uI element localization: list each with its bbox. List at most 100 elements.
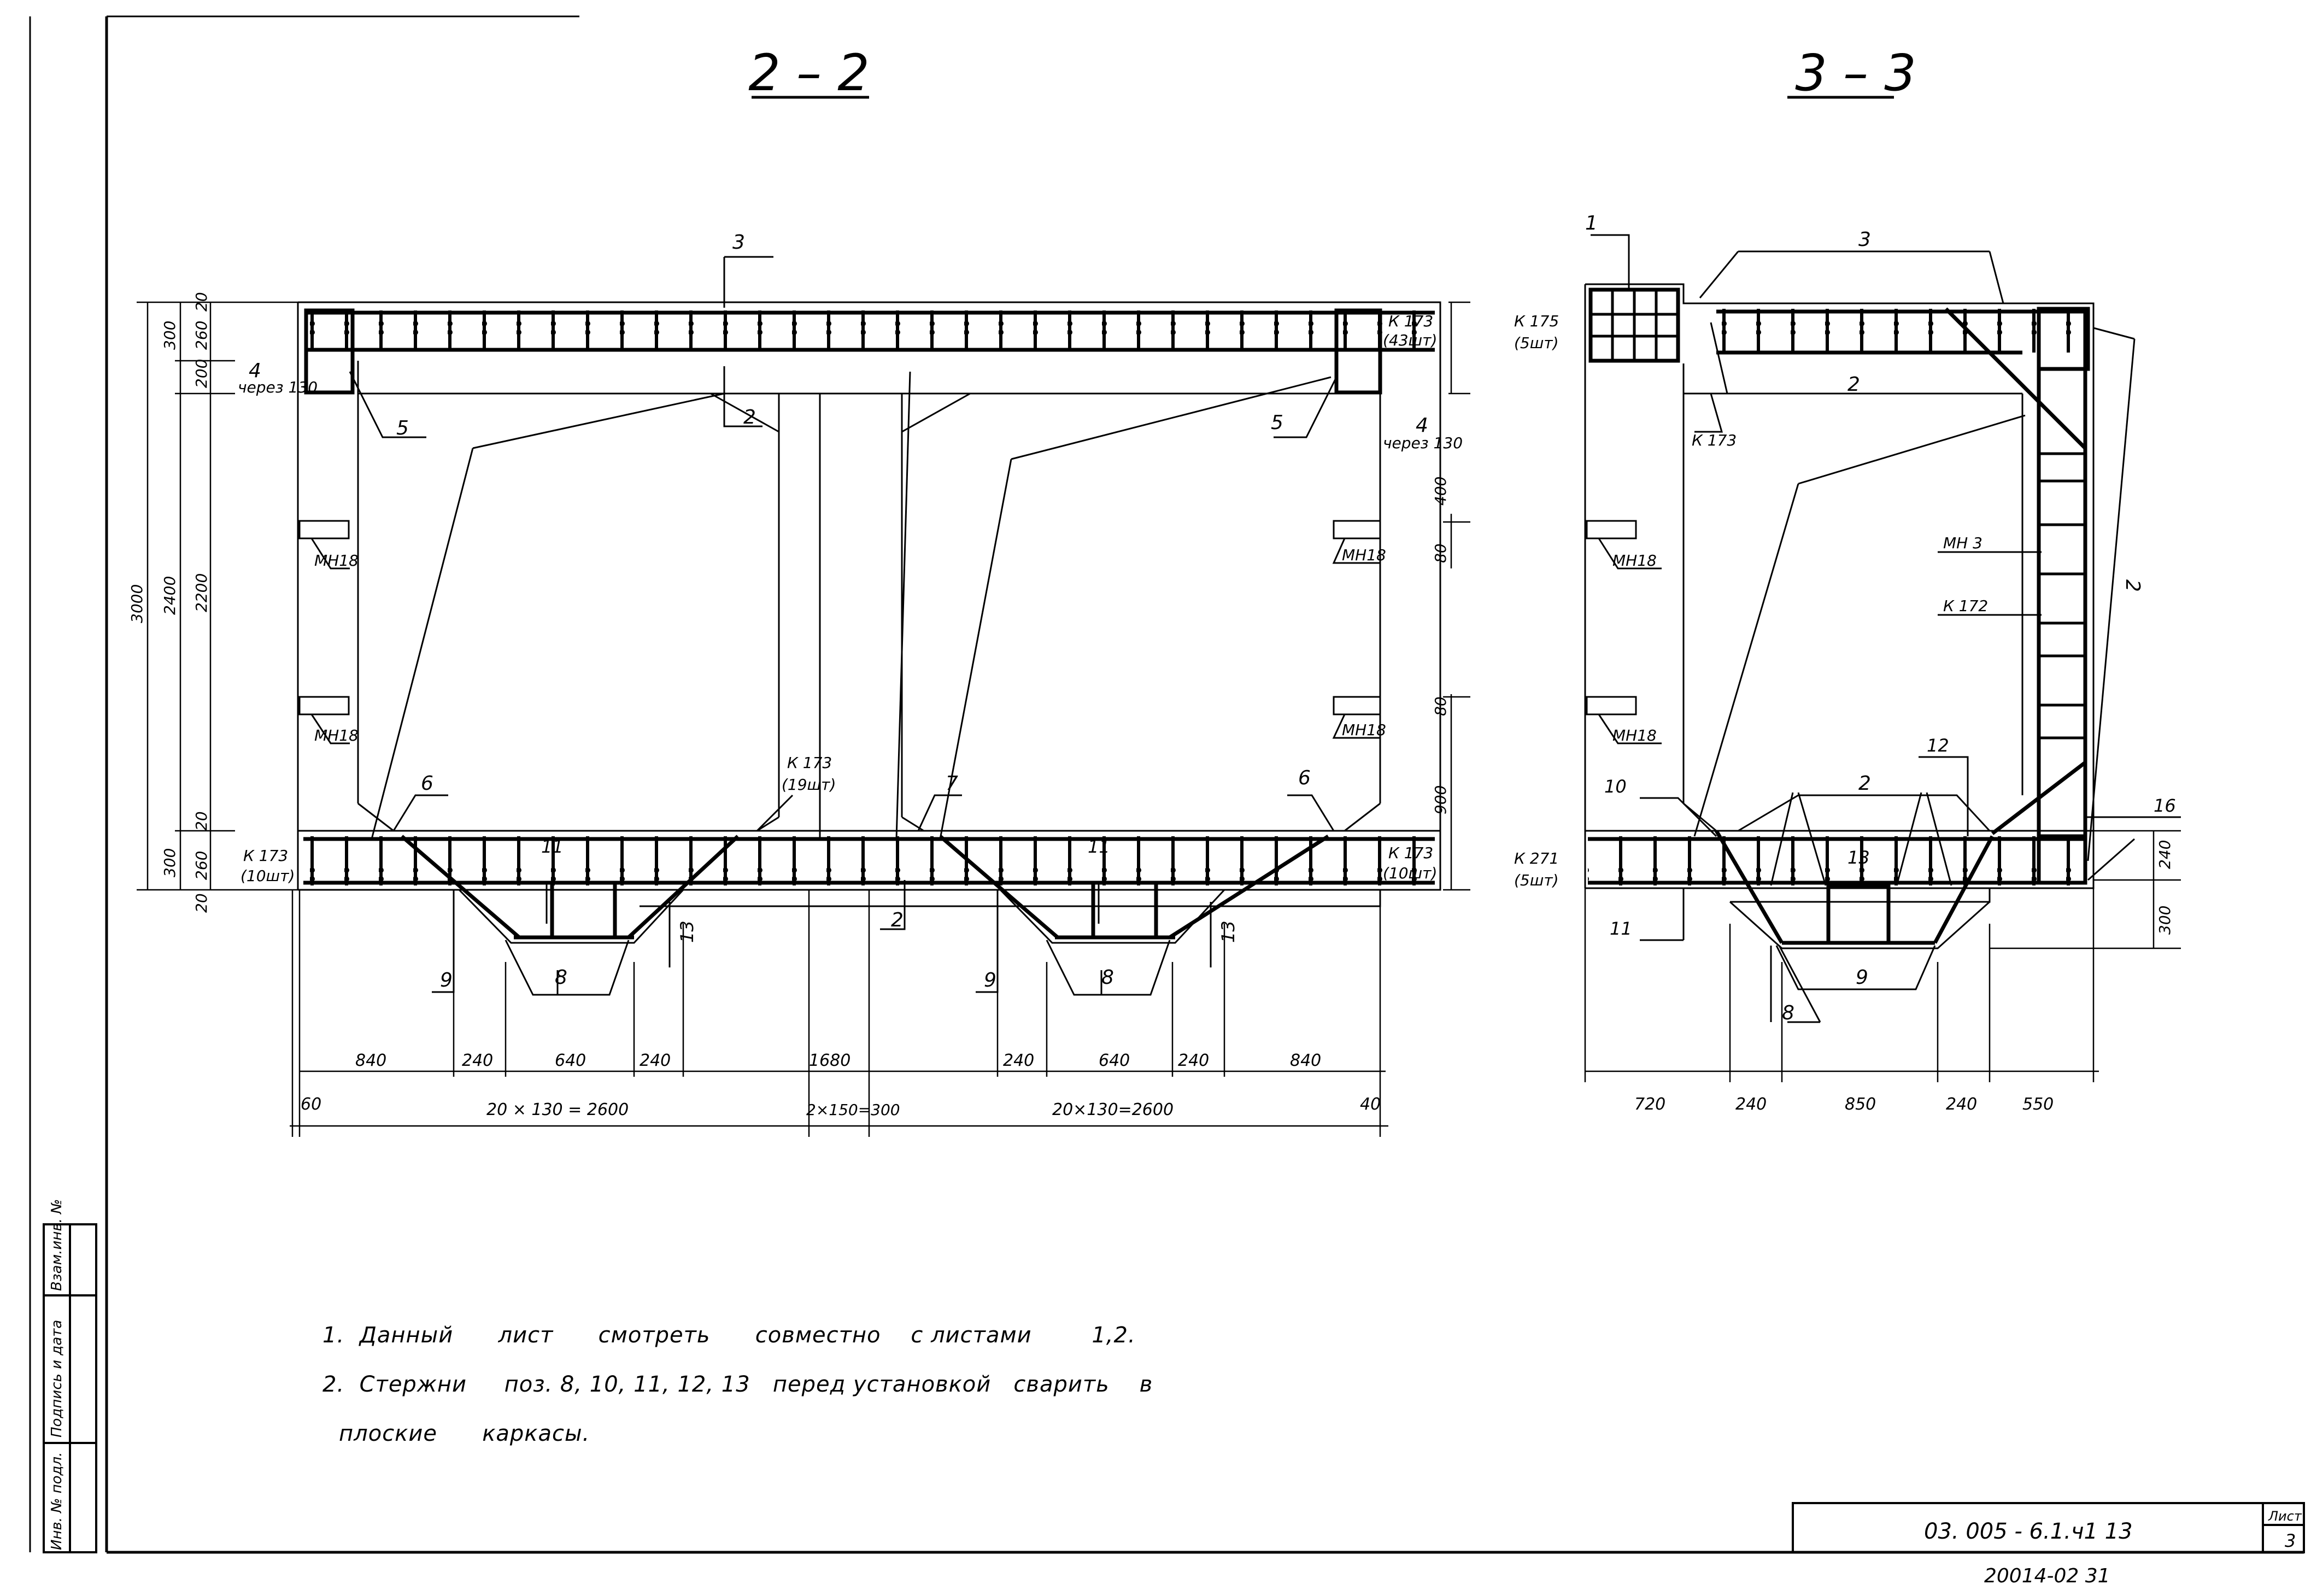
pos-4-right: 4 [1416,414,1428,437]
sidebar-vzam: Взам.инв. № [49,1199,65,1291]
mn18-left-upper: МН18 [314,551,359,570]
dim-b-720-3-3: 720 [1634,1095,1665,1114]
sheet-label: Лист [2268,1509,2302,1524]
mn18-left-lower: МН18 [314,726,359,744]
embedded-plates-3-3 [1586,520,1662,744]
dim-b1-240-b: 240 [640,1051,671,1070]
pos-2-mid-3-3: 2 [1858,772,1871,795]
pos-9-3-3: 9 [1856,966,1868,989]
pos-8-left: 8 [555,966,567,989]
note-1: 1. Данный лист смотреть совместно с лист… [322,1323,1136,1348]
sidebar-podpis: Подпись и дата [49,1320,65,1437]
bottom-slab-cage-bars-3-3 [1588,834,2087,945]
dim-right-80-a: 80 [1432,543,1450,563]
wall-cage-ties-3-3 [2039,452,2085,740]
pos-2-bottom: 2 [891,909,904,931]
pos-2-top-3-3: 2 [1847,373,1860,396]
pos-13-left: 13 [677,920,697,943]
dim-b-240a-3-3: 240 [1735,1095,1767,1114]
pos-8-3-3: 8 [1782,1002,1794,1024]
mn18-right-upper: МН18 [1342,546,1386,564]
dim-b2-2600-a: 20 × 130 = 2600 [486,1100,629,1119]
k173-bottom-left-count: (10шт) [241,867,295,885]
margin-stamp [43,1223,97,1553]
mn18-right-lower: МН18 [1342,721,1386,739]
leaders-3-3 [1591,234,2181,1023]
dim-left-2200: 2200 [192,573,210,612]
top-slab-cage-3-3 [1716,309,2088,353]
leaders-2-2 [349,256,1338,995]
dim-left-20-a: 20 [192,292,210,312]
dim-left-260-bottom: 260 [192,851,210,880]
column-cage-bars-3-3 [1591,290,1678,361]
top-slab-cage-bars [304,308,1435,395]
pos-3: 3 [732,231,745,254]
section-title-2-2: 2 – 2 [748,44,870,102]
dim-b-850-3-3: 850 [1845,1095,1876,1114]
dim-b1-840-b: 840 [1290,1051,1321,1070]
pos-5-right: 5 [1271,412,1283,434]
dim-b1-240-d: 240 [1178,1051,1209,1070]
k271-count-3-3: (5шт) [1514,871,1559,889]
pos-12-3-3: 12 [1927,735,1949,756]
pos-10-3-3: 10 [1604,776,1627,797]
pos-13-3-3: 13 [1847,847,1870,868]
dim-b1-640-b: 640 [1099,1051,1130,1070]
bottom-slab-cage-bars [303,837,1435,940]
drawing-code: 03. 005 - 6.1.ч1 13 [1924,1519,2133,1544]
mn18-upper-3-3: МН18 [1612,551,1657,570]
k173-top: К 173 [1388,312,1433,330]
top-slab-cage [306,310,1435,351]
pos-11-left: 11 [541,836,564,857]
k173-bottom-right-count: (10шт) [1383,864,1437,882]
pos-6-left: 6 [421,772,433,795]
k172-3-3: К 172 [1943,597,1988,615]
dim-b1-240-c: 240 [1003,1051,1034,1070]
dim-b-550-3-3: 550 [2022,1095,2054,1114]
dimensions-3-3 [1584,830,2181,1082]
pos-1-3-3: 1 [1585,212,1598,234]
pos-7: 7 [946,772,958,795]
title-block [1792,1502,2305,1553]
dim-left-200: 200 [192,359,210,388]
dim-left-20-b: 20 [192,811,210,831]
pos-9-right: 9 [984,969,996,991]
pos-2-top: 2 [743,406,756,429]
k271-3-3: К 271 [1514,849,1559,867]
dim-right-80-b: 80 [1432,696,1450,716]
inclined-bars-2-2 [400,835,1329,939]
pos-8-right: 8 [1101,966,1114,989]
sheet-frame [29,15,2304,1554]
pos-11-3-3: 11 [1610,918,1632,939]
pos-3-3-3: 3 [1858,228,1871,251]
dimensions-2-2 [137,301,1470,1137]
pos-4-left-step: через 130 [238,378,318,396]
pos-11-right: 11 [1088,836,1110,857]
note-3: плоские каркасы. [339,1421,590,1446]
dim-b2-300: 2×150=300 [806,1101,900,1119]
dim-b-240b-3-3: 240 [1946,1095,1977,1114]
dim-right-240-3-3: 240 [2156,840,2174,869]
sheet-number: 3 [2285,1530,2296,1551]
k173-mid: К 173 [787,754,832,772]
dim-left-300-bottom: 300 [161,848,179,877]
sidebar-inv-podl: Инв. № подл. [49,1452,65,1550]
dim-b1-240-a: 240 [462,1051,493,1070]
k173-3-3: К 173 [1692,431,1737,449]
k173-mid-count: (19шт) [782,776,836,794]
note-2: 2. Стержни поз. 8, 10, 11, 12, 13 перед … [322,1372,1153,1397]
dim-left-2400: 2400 [161,576,179,615]
embedded-plates-2-2 [298,520,1381,744]
dim-right-400: 400 [1432,477,1450,506]
mn18-lower-3-3: МН18 [1612,726,1657,744]
pos-4-left: 4 [249,360,261,382]
dim-right-300-3-3: 300 [2156,906,2174,935]
bottom-slab-cage-3-3 [1588,836,2088,885]
dim-b2-60: 60 [301,1095,321,1114]
section-title-3-3: 3 – 3 [1795,44,1916,102]
dim-b1-640-a: 640 [555,1051,586,1070]
k173-bottom-right: К 173 [1388,844,1433,862]
pos-2-right-3-3: 2 [2121,579,2144,592]
dim-left-20-c: 20 [192,893,210,913]
